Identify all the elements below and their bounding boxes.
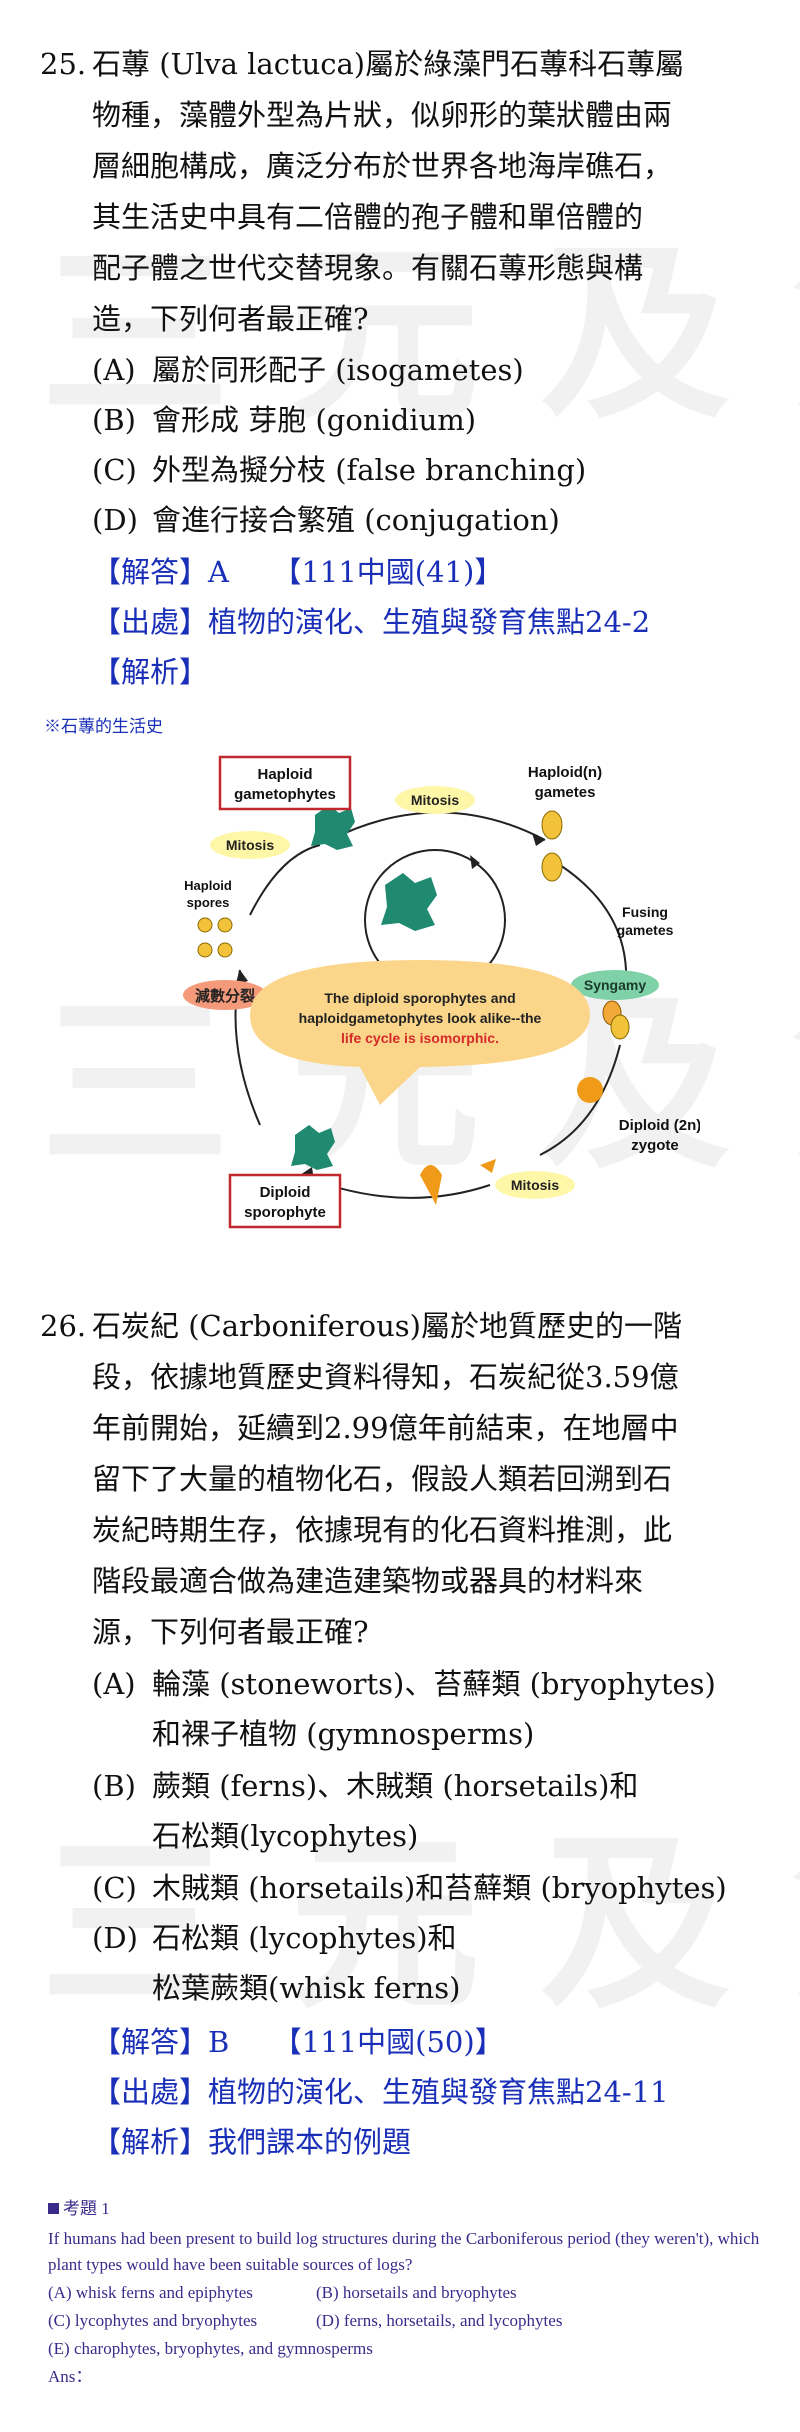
sporophyte-thallus-icon <box>291 1125 335 1170</box>
question-line: 配子體之世代交替現象。有關石蓴形態與構 <box>92 251 644 285</box>
example-question-line: If humans had been present to build log … <box>48 2229 760 2248</box>
zygote-icon <box>420 1077 603 1205</box>
question-line: 石蓴 (Ulva lactuca)屬於綠藻門石蓴科石蓴屬 <box>92 47 685 81</box>
bullet-square-icon <box>48 2203 59 2214</box>
svg-text:gametes: gametes <box>535 784 596 801</box>
answer-line: 【解答】B 【111中國(50)】 <box>92 2025 504 2059</box>
question-line: 源，下列何者最正確? <box>92 1615 369 1649</box>
question-line: 物種，藻體外型為片狀，似卵形的葉狀體由兩 <box>92 98 673 132</box>
answer-line: 【解答】A 【111中國(41)】 <box>92 555 504 589</box>
source-line: 【出處】植物的演化、生殖與發育焦點24-2 <box>92 605 651 639</box>
example-option-d: (D) ferns, horsetails, and lycophytes <box>316 2311 563 2330</box>
figure-note: ※石蓴的生活史 <box>44 717 163 737</box>
ulva-life-cycle-diagram: Haploid gametophytes Haploid(n) gametes … <box>183 755 700 1229</box>
svg-text:spores: spores <box>187 895 230 910</box>
label-fusing-gametes: Fusing <box>622 904 668 920</box>
explanation-line: 【解析】 <box>92 655 209 689</box>
label-haploid-gametophytes: Haploid <box>258 766 313 783</box>
question-line: 年前開始，延續到2.99億年前結束，在地層中 <box>92 1411 679 1445</box>
example-question-line: plant types would have been suitable sou… <box>48 2255 413 2274</box>
label-diploid-zygote: Diploid (2n) <box>619 1117 700 1134</box>
example-heading: 考題 1 <box>48 2195 110 2222</box>
question-line: 留下了大量的植物化石，假設人類若回溯到石 <box>92 1462 673 1496</box>
example-option-c: (C) lycophytes and bryophytes <box>48 2311 258 2330</box>
example-option-e: (E) charophytes, bryophytes, and gymnosp… <box>48 2339 373 2358</box>
spores-icon <box>197 917 233 958</box>
label-haploid-spores: Haploid <box>184 878 232 893</box>
gametophyte-thallus-icon <box>311 805 437 931</box>
center-caption-line: haploidgametophytes look alike--the <box>299 1010 542 1026</box>
question-line: 階段最適合做為建造建築物或器具的材料來 <box>92 1564 644 1598</box>
example-option-b: (B) horsetails and bryophytes <box>316 2283 517 2302</box>
question-line: 造，下列何者最正確? <box>92 302 369 336</box>
label-syngamy: Syngamy <box>584 977 646 993</box>
svg-text:gametophytes: gametophytes <box>234 786 336 803</box>
label-mitosis-top: Mitosis <box>411 792 459 808</box>
svg-text:sporophyte: sporophyte <box>244 1204 326 1221</box>
question-number: 26. <box>40 1309 87 1343</box>
label-mitosis-left: Mitosis <box>226 837 274 853</box>
example-option-a: (A) whisk ferns and epiphytes <box>48 2283 253 2302</box>
question-line: 石炭紀 (Carboniferous)屬於地質歷史的一階 <box>92 1309 682 1343</box>
center-caption-line: The diploid sporophytes and <box>324 990 515 1006</box>
explanation-line: 【解析】我們課本的例題 <box>92 2125 412 2159</box>
label-meiosis: 減數分裂 <box>195 987 255 1005</box>
question-line: 段，依據地質歷史資料得知，石炭紀從3.59億 <box>92 1360 679 1394</box>
svg-text:zygote: zygote <box>631 1137 679 1154</box>
svg-text:gametes: gametes <box>617 922 674 938</box>
question-number: 25. <box>40 47 87 81</box>
example-answer-label: Ans： <box>48 2367 93 2386</box>
question-line: 炭紀時期生存，依據現有的化石資料推測，此 <box>92 1513 673 1547</box>
label-mitosis-bottom: Mitosis <box>511 1177 559 1193</box>
label-diploid-sporophyte: Diploid <box>260 1184 311 1201</box>
label-haploid-gametes: Haploid(n) <box>528 764 602 781</box>
center-caption-highlight: life cycle is isomorphic. <box>341 1030 499 1046</box>
question-line: 層細胞構成，廣泛分布於世界各地海岸礁石， <box>92 149 673 183</box>
gamete-icon <box>541 810 630 1040</box>
source-line: 【出處】植物的演化、生殖與發育焦點24-11 <box>92 2075 669 2109</box>
question-line: 其生活史中具有二倍體的孢子體和單倍體的 <box>92 200 644 234</box>
